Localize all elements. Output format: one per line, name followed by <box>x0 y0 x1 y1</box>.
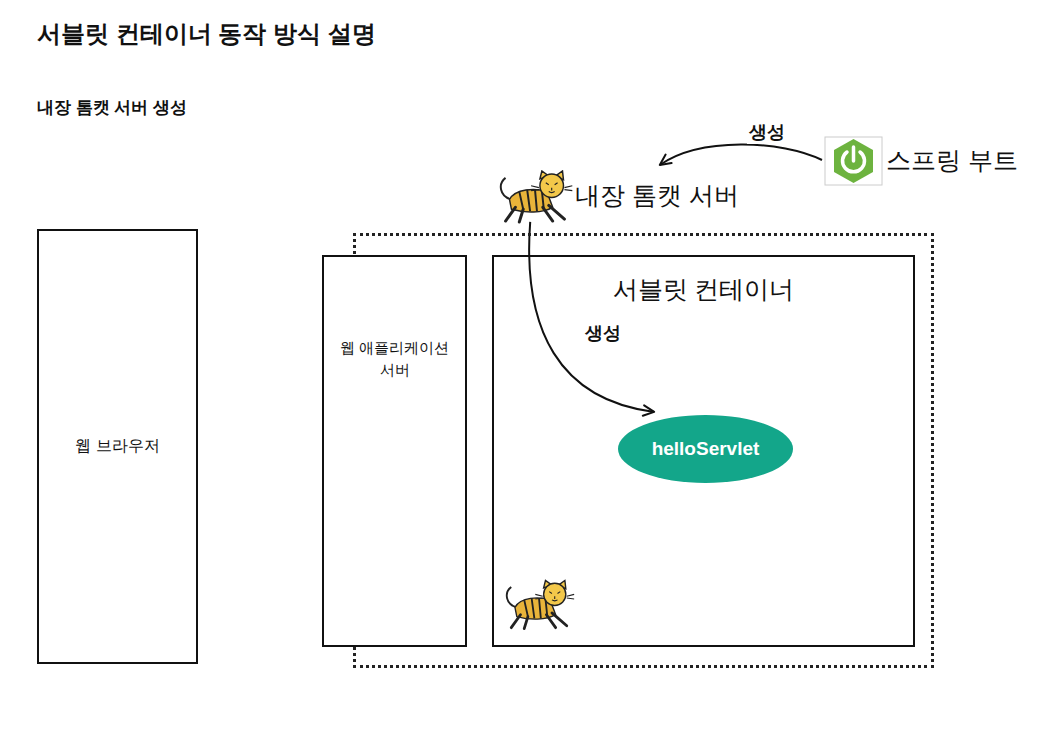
edge-label: 생성 <box>583 321 623 345</box>
servlet-ellipse: helloServlet <box>617 414 794 484</box>
connector-line <box>529 222 654 412</box>
subheading-label: 내장 톰캣 서버 생성 <box>37 96 187 119</box>
node-label: 웹 애플리케이션 서버 <box>324 337 465 381</box>
browser-box: 웹 브라우저 <box>37 229 198 664</box>
node-label: 웹 브라우저 <box>67 436 167 457</box>
spring-boot-node: 스프링 부트 <box>822 134 1014 186</box>
node-label: 서블릿 컨테이너 <box>494 273 913 306</box>
was-box: 웹 애플리케이션 서버 <box>322 255 467 647</box>
node-label: helloServlet <box>652 438 760 460</box>
connector <box>529 222 654 416</box>
connector <box>660 144 822 165</box>
connector-line <box>660 144 822 165</box>
node-label: 스프링 부트 <box>886 134 1018 186</box>
arrow-head <box>660 155 672 165</box>
spring-icon <box>825 137 882 185</box>
tomcat-icon <box>501 171 572 222</box>
diagram-title: 서블릿 컨테이너 동작 방식 설명 <box>37 18 376 50</box>
servlet-container-box: 서블릿 컨테이너 helloServlet <box>492 255 915 647</box>
embedded-tomcat-box: 내장 톰캣 서버웹 애플리케이션 서버서블릿 컨테이너helloServlet <box>353 165 934 668</box>
arrow-head <box>643 405 654 415</box>
node-label: 내장 톰캣 서버 <box>575 179 739 212</box>
tomcat-icon <box>507 580 574 628</box>
edge-label: 생성 <box>747 120 787 144</box>
